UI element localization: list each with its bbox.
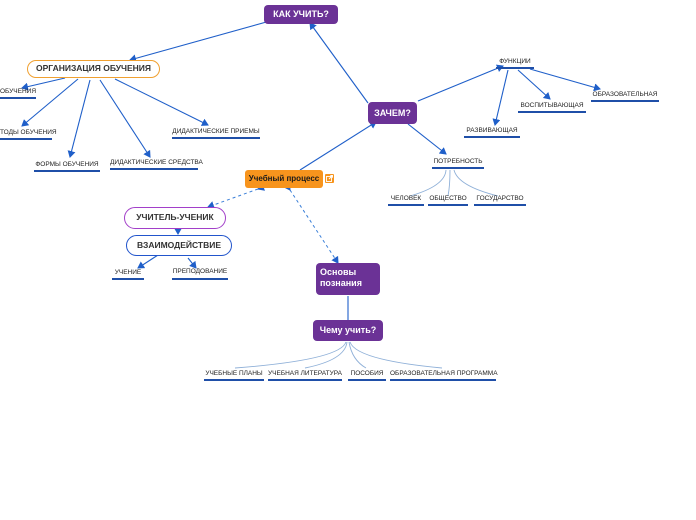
edge-org-c1 (21, 77, 66, 91)
underline-need (432, 167, 484, 169)
edge-why-need (407, 123, 447, 155)
what-child-2[interactable]: УЧЕБНАЯ ЛИТЕРАТУРА (268, 370, 342, 377)
edge-int-c1 (137, 254, 159, 269)
edge-what-c1 (234, 341, 347, 369)
organization-node[interactable]: ОРГАНИЗАЦИЯ ОБУЧЕНИЯ (27, 60, 160, 78)
underline-func-c3 (591, 100, 659, 102)
underline-func-c2 (518, 111, 586, 113)
underline-need-c2 (428, 204, 468, 206)
edge-root-organization (129, 20, 271, 63)
edge-what-c3 (348, 341, 367, 369)
edge-why-root (309, 22, 369, 104)
underline-org-c4 (110, 168, 198, 170)
what-node[interactable]: Чему учить? (313, 320, 383, 341)
edge-org-c3 (67, 79, 91, 158)
need-child-1[interactable]: ЧЕЛОВЕК (390, 195, 422, 202)
what-child-4[interactable]: ОБРАЗОВАТЕЛЬНАЯ ПРОГРАММА (390, 370, 498, 377)
edge-need-c2 (447, 169, 451, 197)
edge-org-c5 (114, 78, 209, 126)
edge-need-c1 (409, 169, 447, 197)
functions-node[interactable]: ФУНКЦИИ (499, 58, 531, 65)
underline-func-c1 (464, 136, 520, 138)
process-node[interactable]: Учебный процесс (245, 170, 323, 188)
root-node[interactable]: КАК УЧИТЬ? (264, 5, 338, 24)
edge-int-c2 (187, 257, 197, 269)
underline-org-c1 (0, 97, 36, 99)
organization-child-2[interactable]: ТОДЫ ОБУЧЕНИЯ (0, 129, 57, 136)
what-child-3[interactable]: ПОСОБИЯ (350, 370, 384, 377)
underline-need-c1 (388, 204, 424, 206)
underline-what-c1 (204, 379, 264, 381)
need-child-2[interactable]: ОБЩЕСТВО (429, 195, 467, 202)
underline-org-c3 (34, 170, 100, 172)
organization-child-4[interactable]: ДИДАКТИЧЕСКИЕ СРЕДСТВА (110, 159, 203, 166)
edge-what-c2 (304, 341, 348, 369)
underline-need-c3 (474, 204, 526, 206)
edge-why-functions (417, 64, 504, 102)
interaction-child-2[interactable]: ПРЕПОДОВАНИЕ (172, 268, 228, 275)
what-child-1[interactable]: УЧЕБНЫЕ ПЛАНЫ (205, 370, 263, 377)
external-link-icon[interactable] (325, 174, 334, 183)
underline-org-c5 (172, 137, 260, 139)
edge-org-c4 (99, 79, 151, 158)
functions-child-3[interactable]: ОБРАЗОВАТЕЛЬНАЯ (592, 91, 658, 98)
need-child-3[interactable]: ГОСУДАРСТВО (476, 195, 524, 202)
edge-org-c2 (21, 78, 79, 127)
functions-child-1[interactable]: РАЗВИВАЮЩАЯ (466, 127, 518, 134)
basics-node[interactable]: Основы познания (316, 263, 380, 295)
interaction-node[interactable]: ВЗАИМОДЕЙСТВИЕ (126, 235, 232, 256)
edge-func-c2 (517, 69, 551, 100)
underline-what-c2 (268, 379, 342, 381)
underline-what-c4 (390, 379, 496, 381)
interaction-child-1[interactable]: УЧЕНИЕ (114, 269, 142, 276)
functions-child-2[interactable]: ВОСПИТЫВАЮЩАЯ (520, 102, 584, 109)
edge-process-why (299, 121, 377, 171)
why-node[interactable]: ЗАЧЕМ? (368, 102, 417, 124)
underline-what-c3 (348, 379, 386, 381)
edge-need-c3 (453, 169, 499, 197)
edge-process-teacher (207, 183, 266, 209)
underline-org-c2 (0, 138, 52, 140)
teacher-student-node[interactable]: УЧИТЕЛЬ-УЧЕНИК (124, 207, 226, 229)
organization-child-5[interactable]: ДИДАКТИЧЕСКИЕ ПРИЕМЫ (172, 128, 260, 135)
organization-child-1[interactable]: ОБУЧЕНИЯ (0, 88, 37, 95)
need-node[interactable]: ПОТРЕБНОСТЬ (433, 158, 483, 165)
organization-child-3[interactable]: ФОРМЫ ОБУЧЕНИЯ (35, 161, 99, 168)
edge-func-c3 (529, 68, 601, 92)
underline-int-c2 (172, 278, 228, 280)
edge-what-c4 (349, 341, 443, 369)
underline-int-c1 (112, 278, 144, 280)
edge-process-basics (283, 182, 339, 264)
underline-functions (496, 67, 534, 69)
edge-func-c1 (492, 69, 509, 126)
